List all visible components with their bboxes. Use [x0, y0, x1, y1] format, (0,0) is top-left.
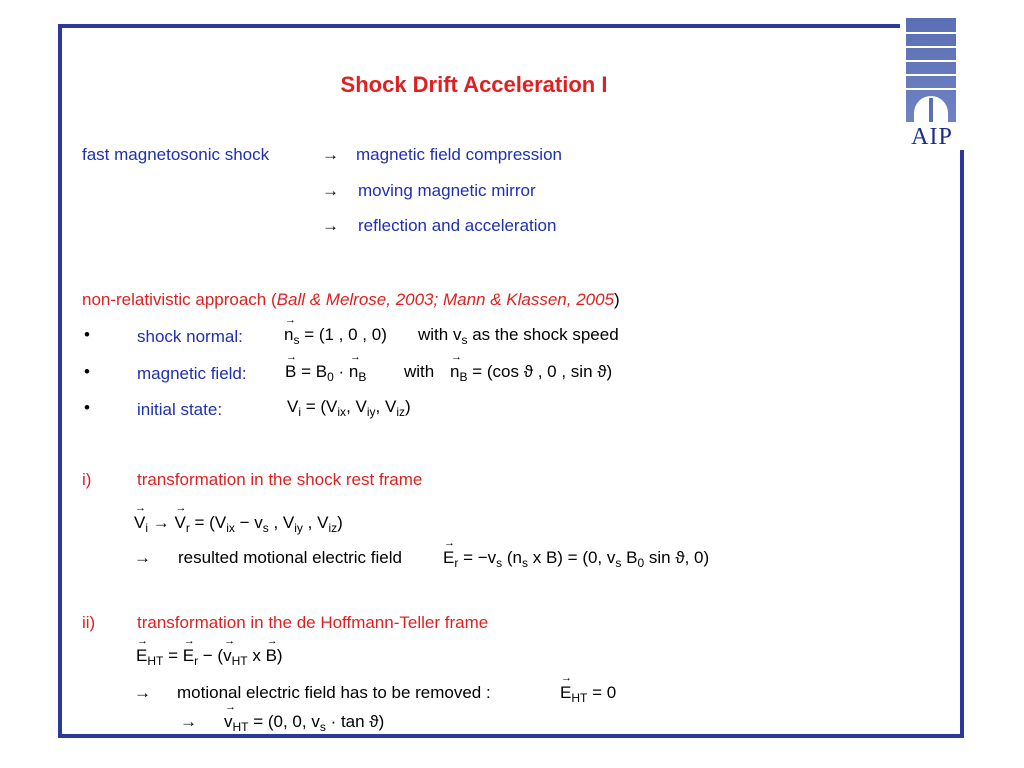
- arrow-icon: →: [180, 712, 197, 731]
- magnetic-field-direction: nB = (cos ϑ , 0 , sin ϑ): [450, 352, 612, 383]
- logo-text: AIP: [911, 124, 953, 150]
- arrow-icon: →: [322, 145, 339, 164]
- section-i-number: i): [82, 470, 92, 489]
- intro-item-3: reflection and acceleration: [358, 216, 557, 235]
- magnetic-field-equation: B = B0 · nB: [285, 352, 366, 383]
- intro-item-2: moving magnetic mirror: [358, 181, 536, 200]
- slide-title: Shock Drift Acceleration I: [340, 72, 608, 97]
- observatory-icon: [906, 18, 956, 122]
- aip-logo: AIP: [900, 16, 964, 150]
- initial-state-equation: Vi = (Vix, Viy, Viz): [287, 397, 411, 419]
- magnetic-field-with: with: [404, 362, 435, 381]
- slide-frame: [58, 24, 964, 738]
- magnetic-field-label: magnetic field:: [137, 364, 247, 383]
- section-ii-result-equation: EHT = 0: [560, 673, 616, 704]
- section-ii-velocity-equation: vHT = (0, 0, vs · tan ϑ): [224, 702, 384, 733]
- section-ii-number: ii): [82, 613, 96, 632]
- arrow-icon: →: [134, 548, 151, 567]
- intro-label: fast magnetosonic shock: [82, 145, 270, 164]
- shock-normal-label: shock normal:: [137, 327, 243, 346]
- section-ii-result-text: motional electric field has to be remove…: [177, 683, 491, 702]
- section-ii-equation: EHT = Er − (vHT x B): [136, 636, 283, 667]
- section-i-result-equation: Er = −vs (ns x B) = (0, vs B0 sin ϑ, 0): [443, 538, 709, 569]
- approach-line: non-relativistic approach (Ball & Melros…: [82, 289, 620, 311]
- arrow-icon: →: [322, 181, 339, 200]
- arrow-icon: →: [322, 216, 339, 235]
- bullet-icon: •: [84, 398, 90, 417]
- section-i-equation: Vi → Vr = (Vix − vs , Viy , Viz): [134, 503, 343, 534]
- section-i-heading: transformation in the shock rest frame: [137, 470, 423, 489]
- approach-citation: Ball & Melrose, 2003; Mann & Klassen, 20…: [276, 290, 615, 309]
- shock-normal-note: with vs as the shock speed: [418, 325, 619, 347]
- arrow-icon: →: [134, 683, 151, 702]
- shock-normal-equation: ns = (1 , 0 , 0): [284, 315, 387, 346]
- section-ii-heading: transformation in the de Hoffmann-Teller…: [137, 613, 489, 632]
- section-i-result-text: resulted motional electric field: [178, 548, 402, 567]
- approach-label: non-relativistic approach (: [82, 290, 277, 309]
- initial-state-label: initial state:: [137, 400, 223, 419]
- intro-item-1: magnetic field compression: [356, 145, 562, 164]
- bullet-icon: •: [84, 325, 90, 344]
- approach-close: ): [614, 290, 620, 309]
- bullet-icon: •: [84, 362, 90, 381]
